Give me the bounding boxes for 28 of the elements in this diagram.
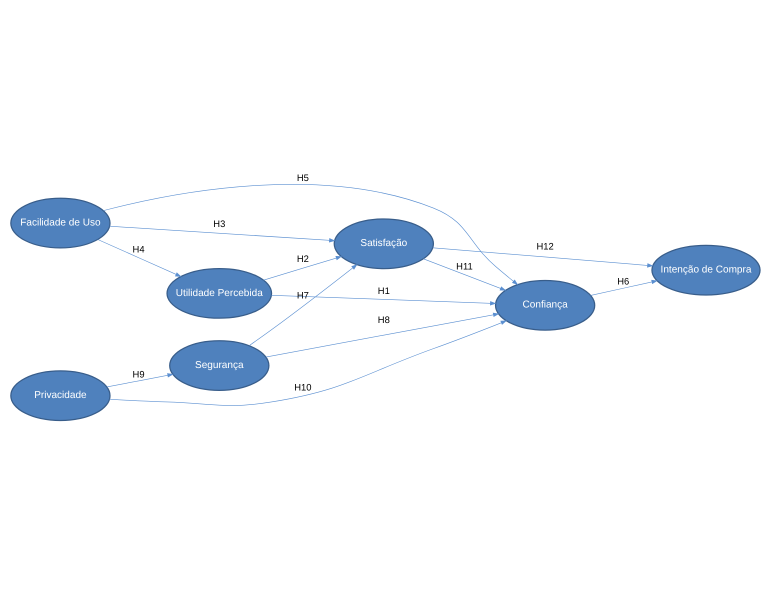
arrow: [271, 294, 496, 306]
edge-label: H1: [378, 284, 390, 296]
edge-label: H9: [132, 368, 145, 379]
arrow: [106, 372, 174, 387]
arrow: [103, 184, 518, 285]
edge-label: H12: [536, 240, 554, 251]
arrow: [423, 258, 506, 290]
edge-label: H10: [294, 381, 312, 392]
edge-label: H7: [296, 288, 309, 300]
arrow: [109, 320, 507, 406]
edge-label: H5: [296, 172, 309, 183]
arrow: [266, 312, 500, 357]
node-ellipse: Privacidade: [10, 370, 111, 421]
edge-label: H4: [132, 243, 145, 254]
arrow: [432, 246, 654, 268]
arrow: [263, 256, 342, 280]
arrow: [248, 264, 358, 346]
edge-label: H6: [617, 275, 630, 286]
edge-label: H3: [213, 217, 226, 228]
arrow: [109, 225, 336, 242]
edge-label: H2: [296, 252, 309, 264]
node-ellipse: Utilidade Percebida: [166, 267, 272, 318]
node-ellipse: Segurança: [169, 340, 270, 390]
edge-label: H11: [456, 260, 473, 272]
node-ellipse: Facilidade de Uso: [10, 197, 111, 248]
arrow: [97, 238, 182, 276]
arrow: [590, 279, 658, 296]
edge-label: H8: [378, 313, 390, 324]
